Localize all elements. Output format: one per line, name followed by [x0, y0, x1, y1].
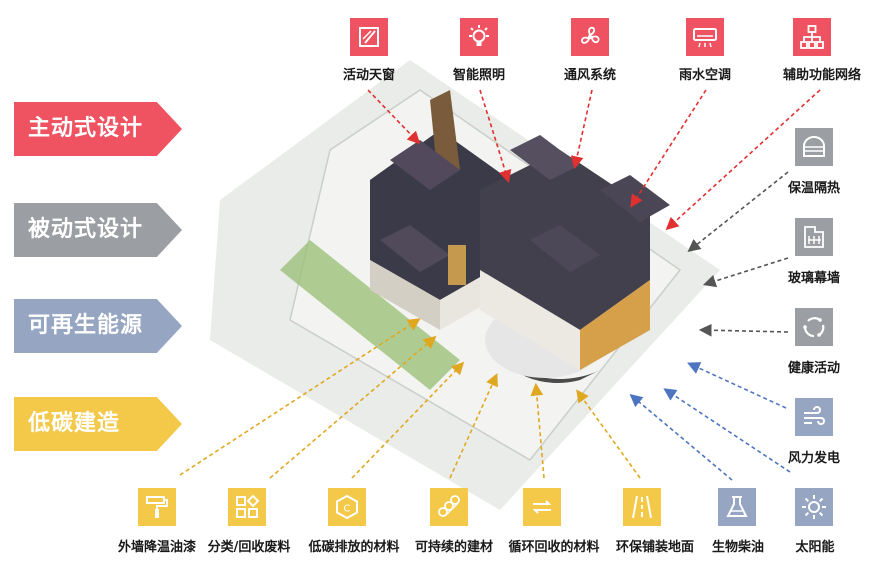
bottom-item-label: 低碳排放的材料 — [308, 540, 400, 555]
flask-icon — [718, 488, 756, 526]
category-passive-label: 被动式设计 — [28, 217, 144, 242]
insulation-icon — [795, 128, 833, 166]
bottom-item-label: 生物柴油 — [711, 540, 764, 555]
top-item-label: 辅助功能网络 — [782, 68, 861, 83]
paint-roller-icon — [138, 488, 176, 526]
air-conditioner-icon — [686, 18, 724, 56]
logs-icon — [430, 488, 468, 526]
sun-icon — [795, 488, 833, 526]
top-item-label: 智能照明 — [452, 68, 505, 83]
bulb-icon — [460, 18, 498, 56]
building-illustration — [210, 60, 720, 510]
recycle-icon — [523, 488, 561, 526]
right-item-label: 太阳能 — [795, 540, 835, 555]
category-lowcarbon-label: 低碳建造 — [28, 411, 121, 436]
skylight-icon — [350, 18, 388, 56]
bottom-item-label: 循环回收的材料 — [508, 540, 600, 555]
carbon-icon: C — [328, 488, 366, 526]
category-renewable-energy: 可再生能源 — [14, 299, 182, 353]
right-item-label: 风力发电 — [787, 451, 840, 466]
top-item-label: 通风系统 — [563, 68, 616, 83]
bottom-item-label: 外墙降温油漆 — [117, 540, 196, 555]
wind-icon — [795, 398, 833, 436]
right-item-label: 玻璃幕墙 — [787, 271, 840, 286]
bottom-item-label: 可持续的建材 — [414, 540, 493, 555]
category-low-carbon: 低碳建造 — [14, 397, 182, 451]
bottom-item-label: 分类/回收废料 — [207, 540, 291, 555]
bottom-item-label: 环保铺装地面 — [615, 540, 694, 555]
category-passive-design: 被动式设计 — [14, 203, 182, 257]
category-active-label: 主动式设计 — [28, 116, 144, 141]
category-active-design: 主动式设计 — [14, 102, 182, 156]
road-icon — [623, 488, 661, 526]
cycle-icon — [795, 308, 833, 346]
glass-wall-icon — [795, 218, 833, 256]
top-item-label: 活动天窗 — [342, 68, 395, 83]
sort-icon — [228, 488, 266, 526]
fan-icon — [571, 18, 609, 56]
right-item-label: 保温隔热 — [787, 181, 840, 196]
top-item-label: 雨水空调 — [678, 68, 731, 83]
category-renewable-label: 可再生能源 — [28, 313, 144, 338]
svg-text:C: C — [344, 504, 351, 515]
network-icon — [793, 18, 831, 56]
right-item-label: 健康活动 — [787, 361, 840, 376]
